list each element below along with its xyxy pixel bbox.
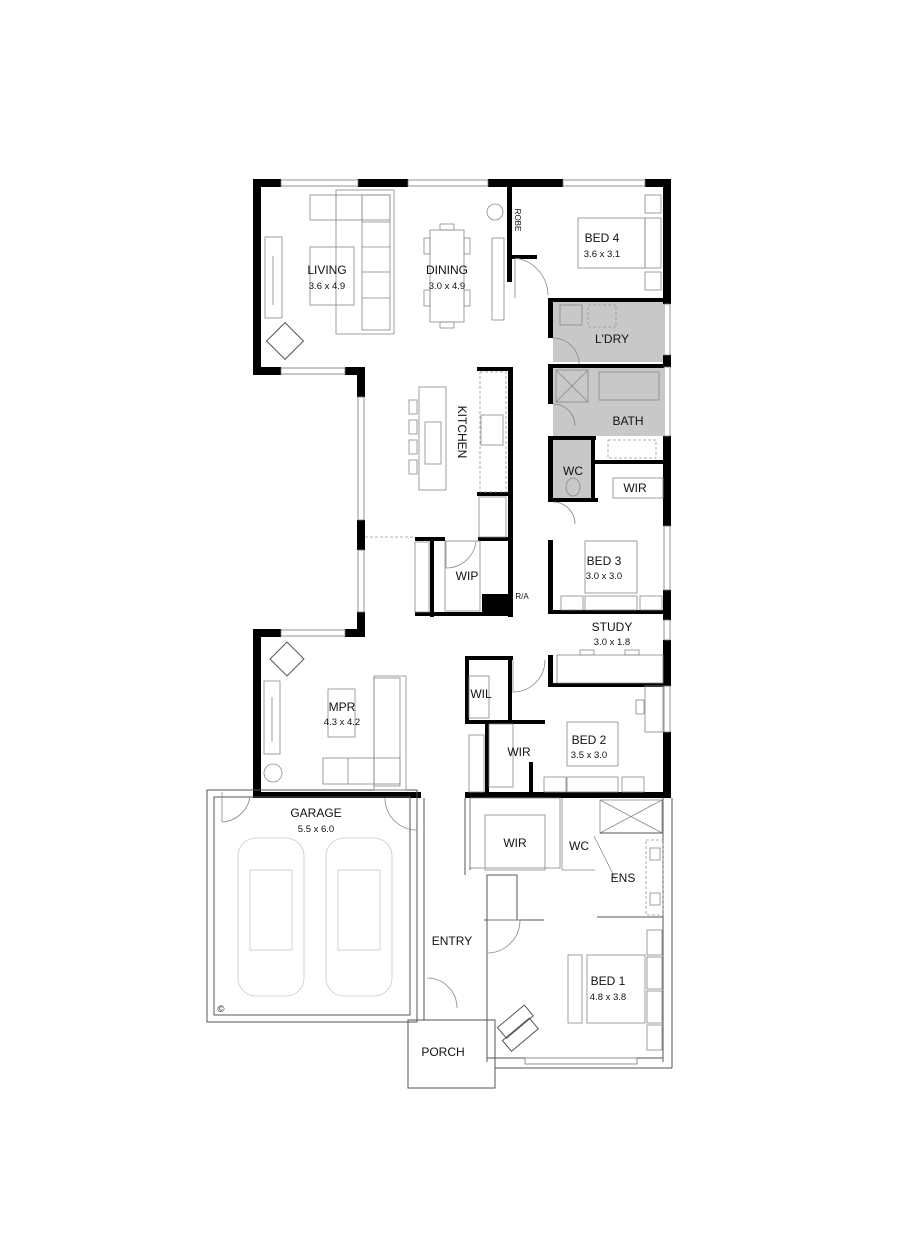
room-wir-bed2-label: WIR (507, 745, 531, 759)
room-garage-label: GARAGE (290, 806, 341, 820)
room-garage-size: 5.5 x 6.0 (298, 824, 334, 835)
room-bath-label: BATH (612, 414, 643, 428)
room-wir-bed3-label: WIR (623, 481, 647, 495)
room-bed1-label: BED 1 (591, 974, 626, 988)
room-bed3-size: 3.0 x 3.0 (586, 571, 622, 582)
room-dining-size: 3.0 x 4.9 (429, 281, 465, 292)
room-bed4-label: BED 4 (585, 231, 620, 245)
room-living-label: LIVING (307, 263, 346, 277)
room-wc-ens-label: WC (569, 839, 589, 853)
room-study-size: 3.0 x 1.8 (594, 637, 630, 648)
room-bed1-size: 4.8 x 3.8 (590, 992, 626, 1003)
room-wir-bed1-label: WIR (503, 836, 527, 850)
wet-areas (553, 300, 663, 498)
copyright-symbol: © (218, 1004, 225, 1015)
room-mpr-size: 4.3 x 4.2 (324, 717, 360, 728)
windows (280, 179, 671, 1065)
room-living-size: 3.6 x 4.9 (309, 281, 345, 292)
room-wil-label: WIL (470, 687, 492, 701)
room-mpr-label: MPR (329, 700, 356, 714)
room-robe-label: ROBE (513, 209, 522, 232)
room-labels: LIVING 3.6 x 4.9 DINING 3.0 x 4.9 ROBE B… (218, 209, 647, 1059)
room-dining-label: DINING (426, 263, 468, 277)
room-ens-label: ENS (611, 871, 636, 885)
room-porch-label: PORCH (421, 1045, 464, 1059)
doors (221, 257, 617, 1009)
thin-walls (206, 789, 673, 1089)
furniture (237, 189, 664, 1052)
room-bed2-size: 3.5 x 3.0 (571, 750, 607, 761)
room-bed4-size: 3.6 x 3.1 (584, 249, 620, 260)
room-bed3-label: BED 3 (587, 554, 622, 568)
room-wc-upper-label: WC (563, 464, 583, 478)
room-kitchen-label: KITCHEN (455, 406, 469, 459)
ra-label: R/A (515, 592, 529, 601)
room-wip-label: WIP (456, 569, 479, 583)
room-laundry-label: L'DRY (595, 332, 629, 346)
room-study-label: STUDY (592, 620, 633, 634)
walls (253, 179, 671, 798)
room-entry-label: ENTRY (432, 934, 472, 948)
room-bed2-label: BED 2 (572, 733, 607, 747)
